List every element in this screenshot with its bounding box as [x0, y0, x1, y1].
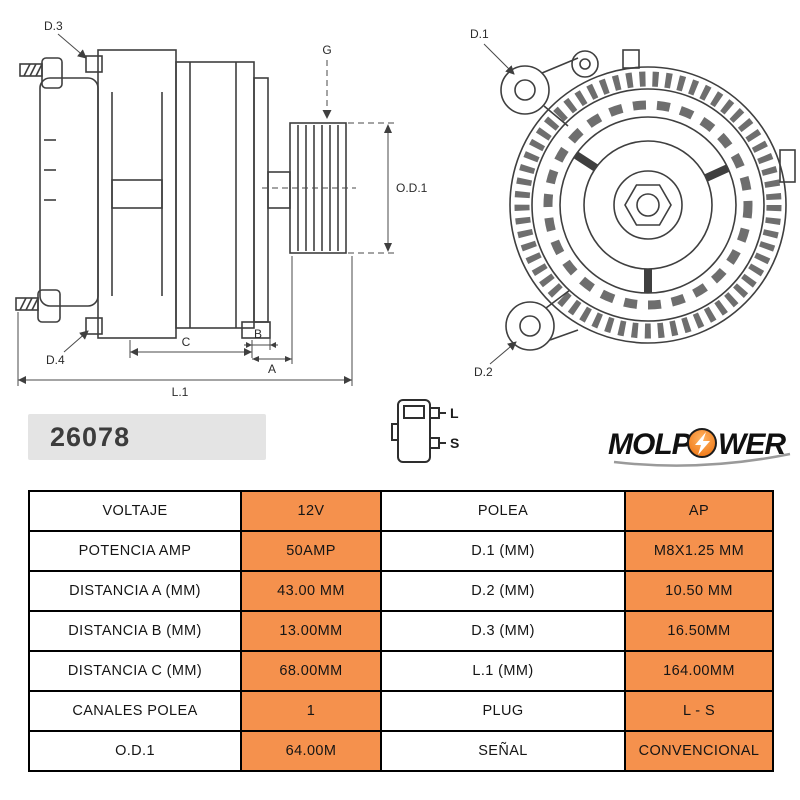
label-d2: D.2 [474, 365, 493, 379]
part-number: 26078 [50, 421, 131, 452]
spec-value-cell: 12V [240, 490, 382, 532]
logo-swoosh [613, 452, 791, 467]
label-g: G [322, 43, 331, 57]
spec-value-cell: 68.00MM [240, 650, 382, 692]
spec-value-cell: 164.00MM [624, 650, 774, 692]
label-l1: L.1 [172, 385, 189, 399]
spec-label-cell: SEÑAL [380, 730, 626, 772]
spec-value-cell: 1 [240, 690, 382, 732]
spec-label-cell: CANALES POLEA [28, 690, 242, 732]
spec-label-cell: DISTANCIA B (MM) [28, 610, 242, 652]
spec-value-cell: L - S [624, 690, 774, 732]
spec-value-cell: 43.00 MM [240, 570, 382, 612]
plug-pin-l-label: L [450, 405, 459, 421]
plug-housing [391, 399, 446, 463]
table-row: DISTANCIA A (MM) 43.00 MM D.2 (MM) 10.50… [28, 570, 774, 612]
label-od1: O.D.1 [396, 181, 428, 195]
spec-label-cell: PLUG [380, 690, 626, 732]
alternator-front-view-drawing: D.1 D.2 [470, 27, 796, 379]
label-c: C [182, 335, 191, 349]
logo-text-left: MOLP [608, 428, 693, 461]
spec-label-cell: DISTANCIA A (MM) [28, 570, 242, 612]
plug-connector-icon: L S [391, 399, 459, 463]
table-row: DISTANCIA B (MM) 13.00MM D.3 (MM) 16.50M… [28, 610, 774, 652]
spec-value-cell: CONVENCIONAL [624, 730, 774, 772]
spec-label-cell: D.2 (MM) [380, 570, 626, 612]
alternator-body-outline [15, 49, 347, 339]
label-b: B [254, 327, 262, 341]
alternator-side-view-drawing: D.3 D.4 G O.D.1 C B [15, 19, 428, 399]
molpower-logo: MOLP WER [606, 420, 796, 475]
table-row: O.D.1 64.00M SEÑAL CONVENCIONAL [28, 730, 774, 772]
spec-value-cell: 50AMP [240, 530, 382, 572]
front-view-dimensions: D.1 D.2 [470, 27, 517, 379]
spec-value-cell: 64.00M [240, 730, 382, 772]
side-view-dimensions: D.3 D.4 G O.D.1 C B [17, 19, 428, 399]
spec-label-cell: L.1 (MM) [380, 650, 626, 692]
spec-label-cell: VOLTAJE [28, 490, 242, 532]
label-a: A [268, 362, 276, 376]
logo-text-right: WER [718, 428, 786, 461]
spec-label-cell: D.1 (MM) [380, 530, 626, 572]
spec-value-cell: M8X1.25 MM [624, 530, 774, 572]
label-d3: D.3 [44, 19, 63, 33]
power-button-icon [687, 428, 717, 458]
spec-value-cell: 10.50 MM [624, 570, 774, 612]
part-number-badge: 26078 [28, 414, 266, 460]
spec-label-cell: DISTANCIA C (MM) [28, 650, 242, 692]
spec-label-cell: POLEA [380, 490, 626, 532]
table-row: DISTANCIA C (MM) 68.00MM L.1 (MM) 164.00… [28, 650, 774, 692]
label-d4: D.4 [46, 353, 65, 367]
spec-value-cell: 16.50MM [624, 610, 774, 652]
table-row: CANALES POLEA 1 PLUG L - S [28, 690, 774, 732]
spec-label-cell: O.D.1 [28, 730, 242, 772]
spec-table: VOLTAJE 12V POLEA AP POTENCIA AMP 50AMP … [28, 490, 774, 772]
spec-value-cell: AP [624, 490, 774, 532]
spec-label-cell: D.3 (MM) [380, 610, 626, 652]
table-row: VOLTAJE 12V POLEA AP [28, 490, 774, 532]
spec-label-cell: POTENCIA AMP [28, 530, 242, 572]
spec-value-cell: 13.00MM [240, 610, 382, 652]
table-row: POTENCIA AMP 50AMP D.1 (MM) M8X1.25 MM [28, 530, 774, 572]
alternator-front-outline [500, 49, 796, 351]
label-d1: D.1 [470, 27, 489, 41]
plug-pin-s-label: S [450, 435, 459, 451]
